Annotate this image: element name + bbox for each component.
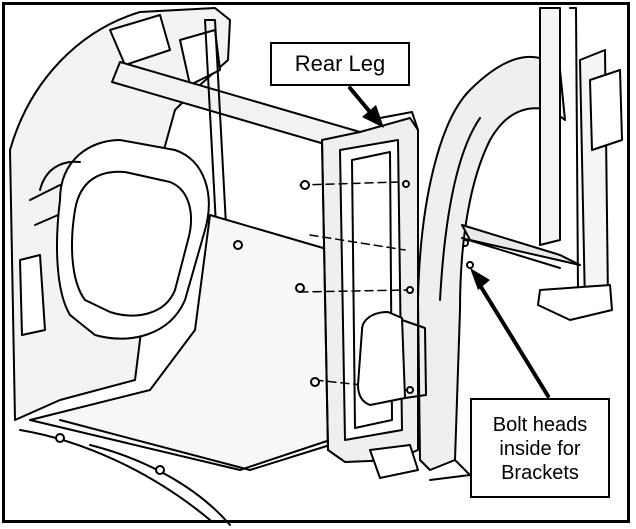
figure-border [2,2,630,523]
bolt-heads-label-line-1: Bolt heads [492,414,588,436]
leader-arrows [348,86,550,398]
left-seat-panel [9,7,231,421]
bracket-block [357,311,427,479]
rear-leg-arrowhead [362,105,384,128]
back-uprights [461,7,623,321]
bolt-heads-label-line-3: Brackets [501,462,579,484]
bolt-heads-label-line-2: inside for [499,438,581,460]
floor-plate [19,214,331,526]
bolt-heads-arrowhead [470,268,490,290]
bolt-heads-callout: Bolt heads inside for Brackets [470,398,610,498]
bolt-markers [55,180,474,475]
rear-leg-callout: Rear Leg [270,42,410,86]
rear-leg-label: Rear Leg [294,51,386,76]
